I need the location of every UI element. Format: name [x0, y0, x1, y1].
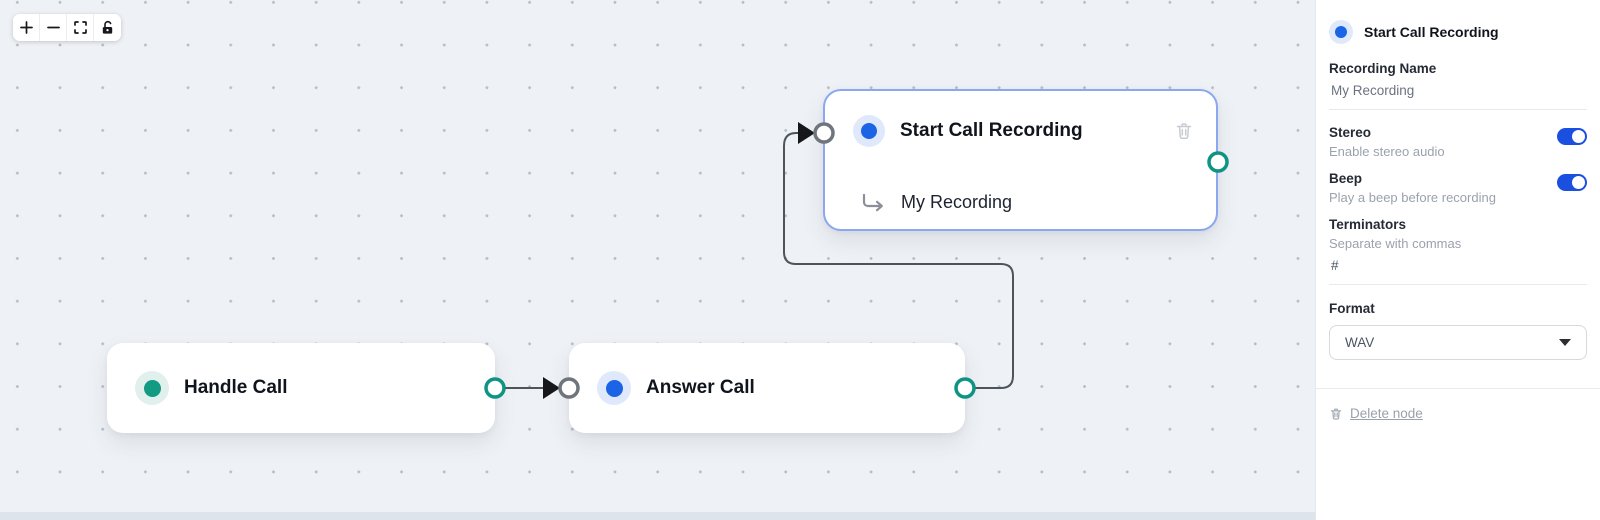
return-arrow-icon	[862, 193, 883, 211]
lock-button[interactable]	[94, 14, 121, 41]
node-type-dot	[597, 371, 631, 405]
format-selected-value: WAV	[1345, 335, 1375, 350]
node-title: Handle Call	[184, 377, 288, 398]
terminators-description: Separate with commas	[1329, 236, 1462, 251]
beep-label: Beep	[1329, 171, 1363, 186]
panel-divider	[1316, 388, 1600, 389]
trash-icon	[1176, 123, 1192, 139]
terminators-setting-row: Terminators Separate with commas	[1329, 217, 1587, 251]
edge-arrowhead	[798, 122, 815, 144]
terminators-label: Terminators	[1329, 217, 1407, 232]
panel-header: Start Call Recording	[1329, 0, 1587, 44]
edges-layer	[484, 122, 1229, 399]
stereo-setting-row: Stereo Enable stereo audio	[1329, 125, 1587, 159]
node-title: Answer Call	[646, 377, 755, 398]
stereo-label: Stereo	[1329, 125, 1372, 140]
node-subtitle: My Recording	[901, 192, 1013, 212]
format-label: Format	[1329, 301, 1375, 316]
beep-setting-row: Beep Play a beep before recording	[1329, 171, 1587, 205]
terminators-input[interactable]	[1329, 251, 1587, 285]
delete-node-button[interactable]: Delete node	[1329, 406, 1423, 421]
node-title: Start Call Recording	[900, 120, 1083, 141]
unlock-icon	[102, 20, 113, 34]
stereo-toggle[interactable]	[1557, 128, 1587, 145]
chevron-down-icon	[1559, 339, 1571, 346]
format-dropdown[interactable]: WAV	[1329, 325, 1587, 360]
recording-name-label: Recording Name	[1329, 61, 1437, 76]
zoom-in-button[interactable]	[13, 14, 40, 41]
delete-node-label: Delete node	[1350, 406, 1423, 421]
zoom-out-button[interactable]	[40, 14, 67, 41]
node-type-dot	[135, 371, 169, 405]
node-type-dot	[853, 115, 885, 147]
recording-name-input[interactable]	[1329, 76, 1587, 110]
fit-view-icon	[73, 21, 87, 34]
panel-title: Start Call Recording	[1364, 24, 1499, 40]
flow-canvas[interactable]: Handle Call Answer Call Start Call Recor…	[0, 0, 1315, 520]
canvas-toolbar	[13, 14, 121, 41]
beep-toggle[interactable]	[1557, 174, 1587, 191]
node-settings-panel: Start Call Recording Recording Name Ster…	[1315, 0, 1600, 520]
node-delete-button[interactable]	[1174, 121, 1194, 141]
node-handle-call[interactable]: Handle Call	[107, 343, 495, 433]
plus-icon	[19, 21, 33, 34]
beep-description: Play a beep before recording	[1329, 190, 1496, 205]
node-type-dot	[1329, 20, 1353, 44]
trash-icon	[1330, 407, 1342, 420]
canvas-bottom-edge	[0, 512, 1315, 520]
stereo-description: Enable stereo audio	[1329, 144, 1445, 159]
minus-icon	[46, 26, 60, 29]
edge-arrowhead	[543, 377, 560, 399]
node-answer-call[interactable]: Answer Call	[569, 343, 965, 433]
node-start-call-recording[interactable]: Start Call Recording My Recording	[823, 89, 1218, 231]
fit-view-button[interactable]	[67, 14, 94, 41]
